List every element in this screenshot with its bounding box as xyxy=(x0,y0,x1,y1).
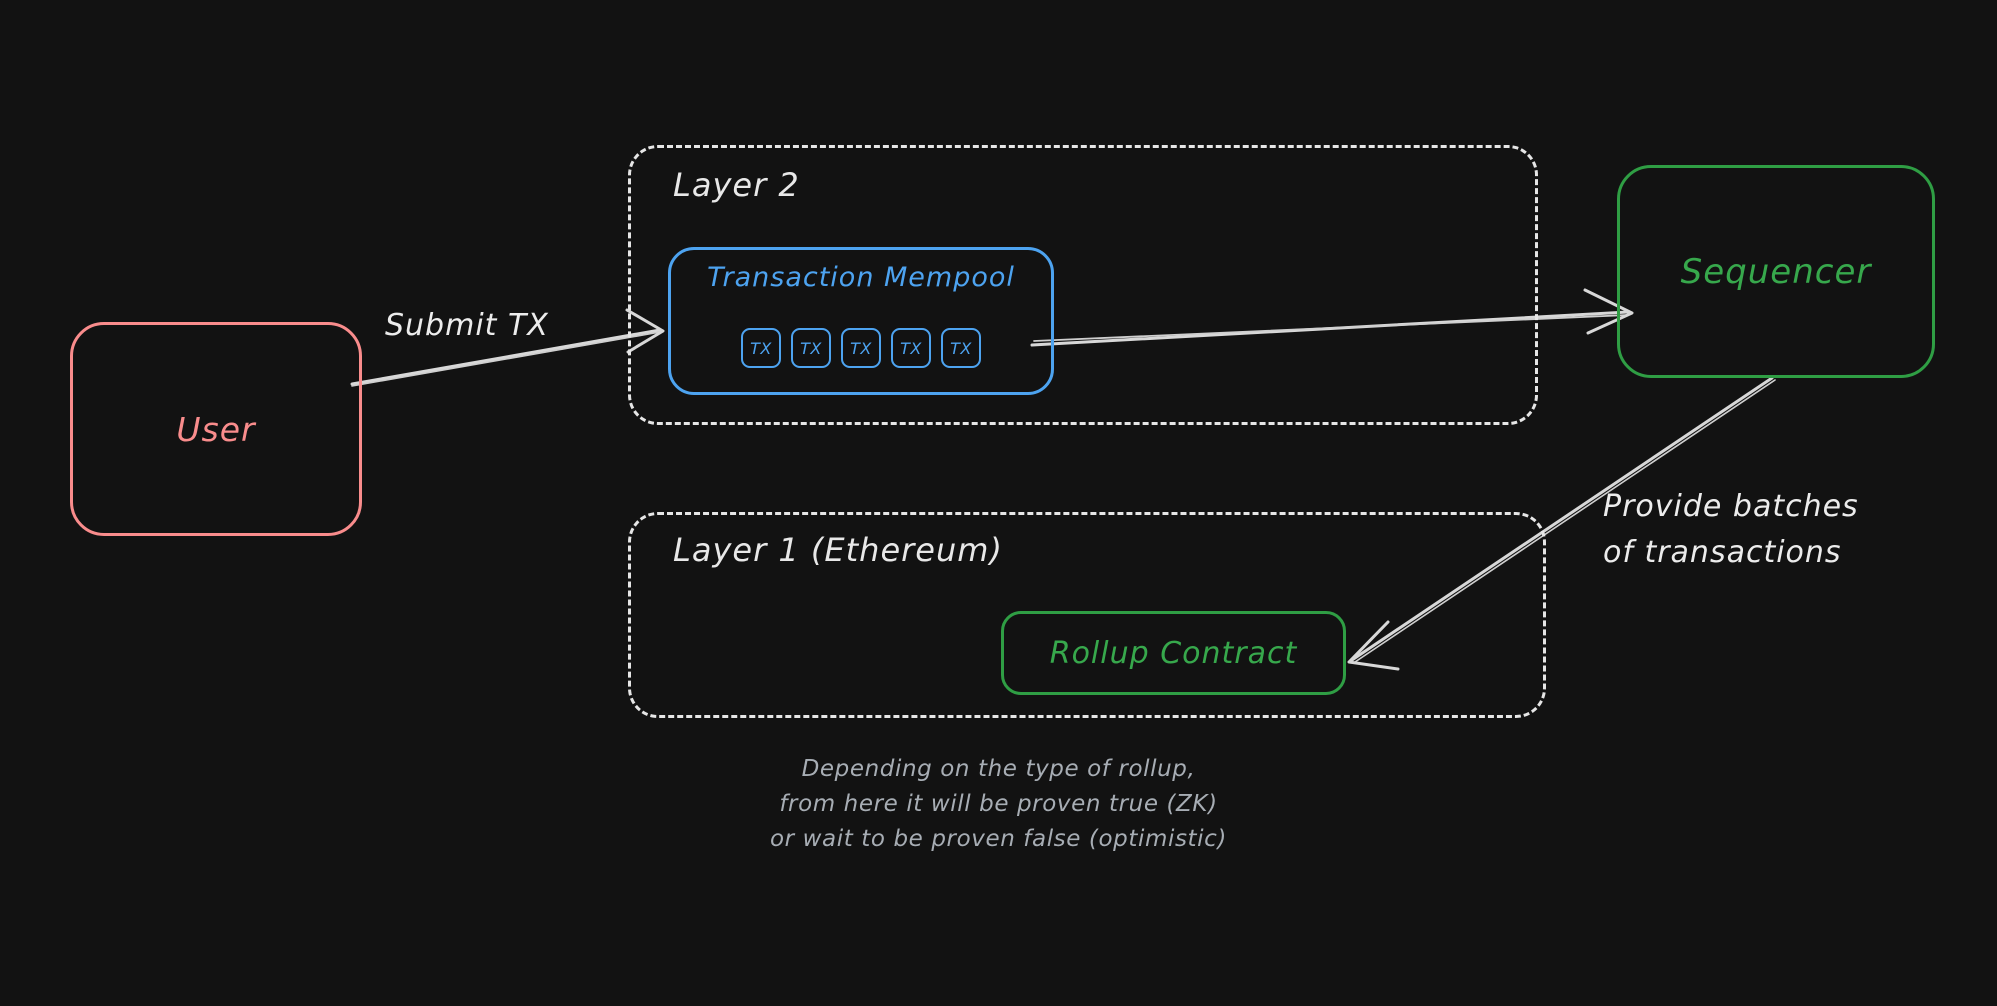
node-rollup-contract-label: Rollup Contract xyxy=(1049,635,1298,671)
tx-box[interactable]: TX xyxy=(941,328,981,368)
edge-label-submit-tx: Submit TX xyxy=(385,308,549,343)
tx-box[interactable]: TX xyxy=(741,328,781,368)
caption-line-3: or wait to be proven false (optimistic) xyxy=(770,826,1227,852)
caption-line-2: from here it will be proven true (ZK) xyxy=(779,791,1218,817)
group-layer2[interactable]: Layer 2 xyxy=(628,145,1538,425)
tx-box[interactable]: TX xyxy=(791,328,831,368)
node-sequencer-label: Sequencer xyxy=(1680,251,1872,292)
node-user[interactable]: User xyxy=(70,322,362,536)
edge-mempool-to-sequencer xyxy=(1030,288,1634,347)
edge-provide-batches xyxy=(1347,376,1776,671)
edge-label-provide-batches-line1: Provide batches xyxy=(1603,489,1859,524)
edge-submit-tx xyxy=(350,308,665,387)
node-sequencer[interactable]: Sequencer xyxy=(1617,165,1935,378)
tx-list: TX TX TX TX TX xyxy=(671,328,1051,368)
tx-box[interactable]: TX xyxy=(891,328,931,368)
group-layer1-title: Layer 1 (Ethereum) xyxy=(673,531,1003,569)
node-rollup-contract[interactable]: Rollup Contract xyxy=(1001,611,1346,695)
diagram-caption: Depending on the type of rollup, from he… xyxy=(0,752,1997,857)
node-user-label: User xyxy=(176,409,256,449)
edge-label-provide-batches-line2: of transactions xyxy=(1603,535,1842,570)
group-layer1[interactable]: Layer 1 (Ethereum) xyxy=(628,512,1546,718)
node-mempool-title: Transaction Mempool xyxy=(707,262,1015,293)
node-transaction-mempool[interactable]: Transaction Mempool TX TX TX TX TX xyxy=(668,247,1054,395)
tx-box[interactable]: TX xyxy=(841,328,881,368)
caption-line-1: Depending on the type of rollup, xyxy=(801,756,1196,782)
edge-label-provide-batches: Provide batches of transactions xyxy=(1603,484,1859,576)
group-layer2-title: Layer 2 xyxy=(673,166,800,204)
